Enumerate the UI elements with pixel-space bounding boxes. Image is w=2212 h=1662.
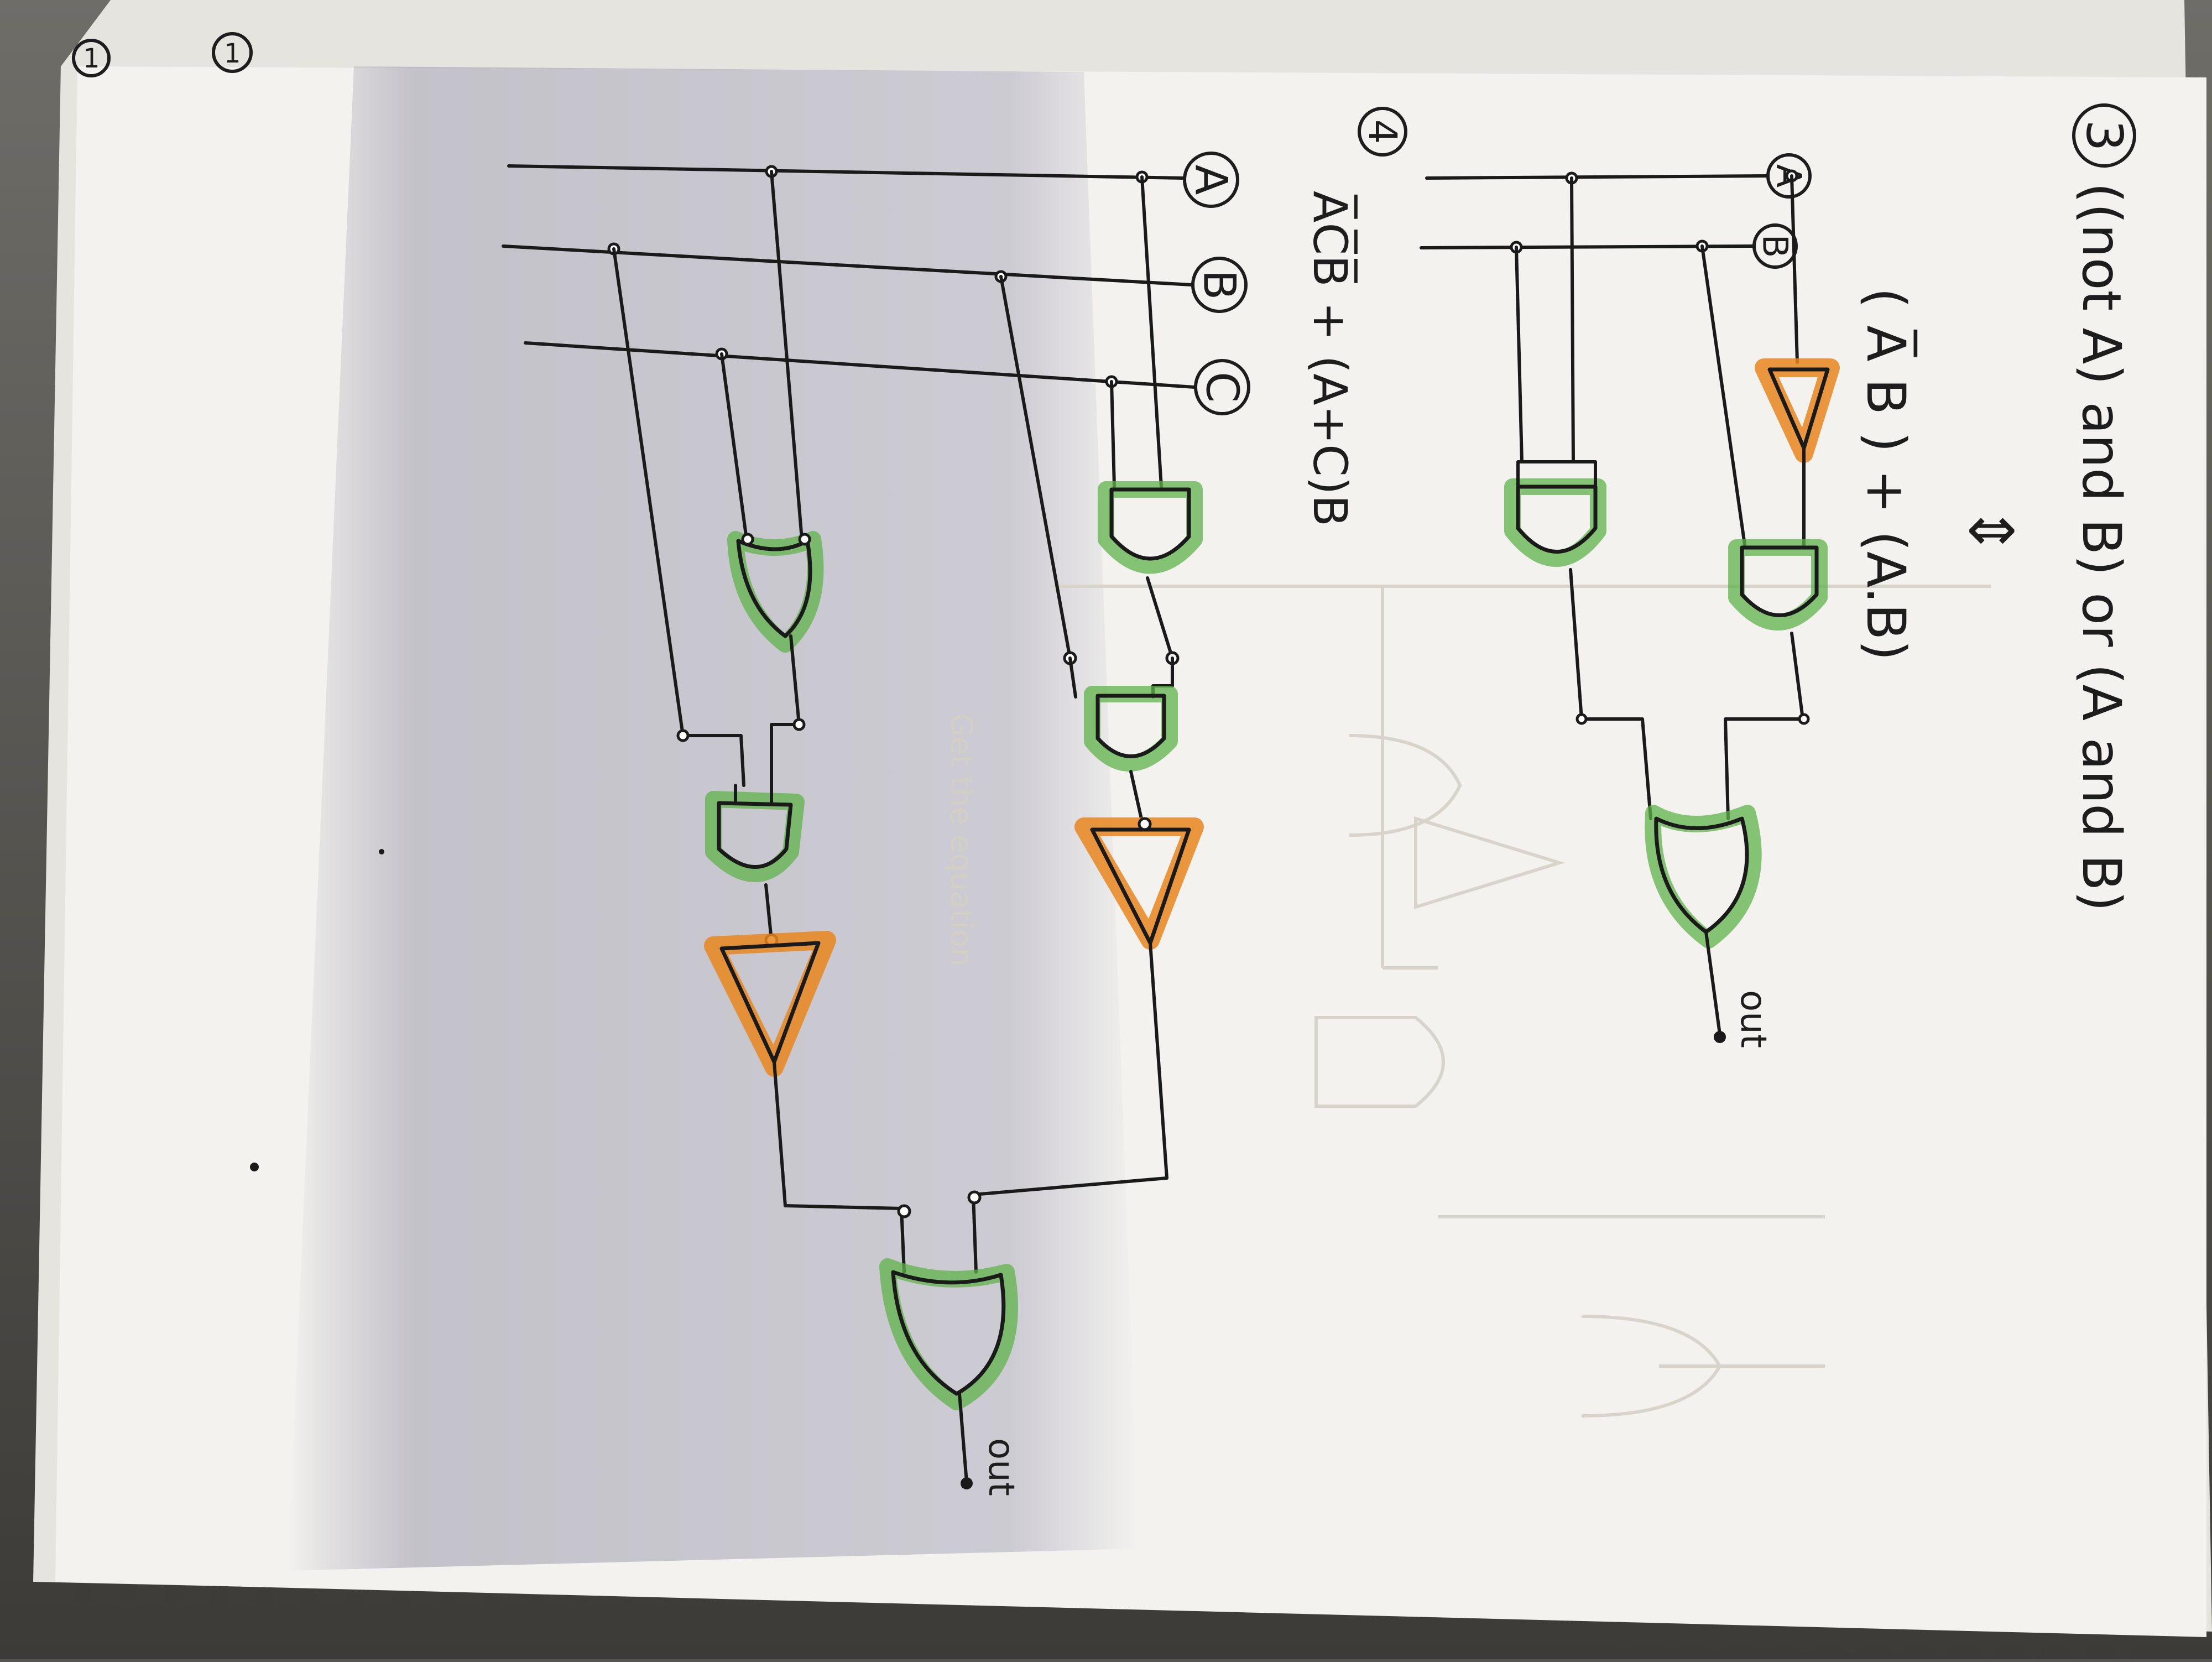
spiral-edge — [74, 1585, 2132, 1661]
circuit3-or-gate — [1654, 816, 1749, 934]
bleed-through-drawing: Get the equation — [944, 585, 1991, 1418]
spiral-hole — [528, 1597, 545, 1619]
spiral-hole — [1707, 1628, 1724, 1651]
left-page-marks: 1 1 — [72, 32, 253, 77]
spiral-hole — [1979, 1635, 1996, 1658]
circuit4-and3-highlight — [705, 791, 805, 882]
spiral-hole — [1933, 1634, 1951, 1657]
circuit-4: A B C — [502, 152, 1250, 1496]
spiral-hole — [1026, 1610, 1044, 1633]
spiral-hole — [1571, 1624, 1588, 1647]
problem-4-expression: A̅C̅B̅ + (A+C)B — [1303, 191, 1358, 527]
circuit3-and2-gate — [1516, 484, 1598, 554]
spiral-hole — [800, 1604, 817, 1627]
circuit3-and1-highlight — [1728, 539, 1828, 631]
spiral-hole — [618, 1599, 636, 1622]
circuit3-output-label: out — [1733, 990, 1773, 1048]
problem-4-number: 4 — [1360, 119, 1405, 144]
problem-3-header: 3 ((not A) and B) or (A and B) ⇕ ( A̅ B … — [1855, 103, 2136, 911]
spiral-hole — [482, 1595, 500, 1618]
spiral-hole — [1208, 1615, 1225, 1637]
spiral-hole — [981, 1609, 999, 1631]
circuit4-and1-gate — [1109, 487, 1191, 561]
circuit-3: A B — [1420, 153, 1840, 1048]
spiral-hole — [1661, 1627, 1679, 1649]
spiral-hole — [346, 1592, 364, 1614]
stray-mark — [379, 849, 384, 855]
spiral-hole — [890, 1606, 908, 1629]
circuit4-not2-highlight — [704, 931, 836, 1077]
spiral-hole — [1888, 1633, 1906, 1655]
mark-text-1: 1 — [83, 43, 100, 74]
spiral-hole — [2115, 1639, 2132, 1661]
spiral-hole — [1752, 1629, 1770, 1652]
problem-3-boolean: ( A̅ B ) + (A.B) — [1855, 288, 1917, 661]
spiral-hole — [1117, 1612, 1135, 1635]
spiral-hole — [165, 1587, 182, 1609]
spiral-hole — [1072, 1611, 1089, 1634]
spiral-hole — [301, 1591, 319, 1613]
spiral-hole — [573, 1598, 591, 1621]
circuit4-not2-gate — [719, 941, 821, 1064]
circuit4-final-or-highlight — [879, 1258, 1018, 1410]
spiral-hole — [2024, 1637, 2042, 1659]
spiral-hole — [1344, 1618, 1361, 1641]
circuit3-and1-gate — [1740, 545, 1819, 617]
spiral-hole — [1525, 1623, 1543, 1646]
circuit4-or-gate — [736, 539, 812, 638]
circuit3-not-gate — [1767, 367, 1830, 450]
spiral-hole — [437, 1594, 455, 1617]
spiral-hole — [1434, 1621, 1452, 1643]
circuit4-and2-highlight — [1084, 686, 1178, 772]
spiral-hole — [936, 1607, 953, 1630]
spiral-hole — [1480, 1622, 1498, 1645]
mark-text-2: 1 — [224, 38, 241, 69]
ghost-text: Get the equation — [944, 713, 979, 966]
spiral-hole — [1616, 1625, 1634, 1648]
spiral-hole — [754, 1603, 772, 1625]
spiral-hole — [2069, 1638, 2087, 1660]
spiral-hole — [255, 1589, 273, 1612]
problem-3-expression: ((not A) and B) or (A and B) — [2070, 183, 2132, 911]
problem-3-number: 3 — [2075, 119, 2133, 151]
circuit4-output-label: out — [980, 1438, 1021, 1496]
spiral-hole — [1253, 1616, 1271, 1639]
circuit4-input-b: B — [1194, 270, 1245, 300]
stray-mark — [250, 1163, 259, 1171]
spiral-hole — [1797, 1630, 1815, 1653]
circuit3-input-b: B — [1755, 235, 1796, 258]
circuit3-or-highlight — [1645, 805, 1762, 949]
problem-4-header: 4 A̅C̅B̅ + (A+C)B — [1303, 107, 1407, 527]
spiral-hole — [664, 1600, 681, 1623]
circuit3-and2-highlight — [1504, 478, 1606, 567]
spiral-hole — [74, 1585, 92, 1607]
circuit4-and1-highlight — [1098, 481, 1203, 574]
circuit4-input-c: C — [1197, 372, 1248, 403]
spiral-hole — [845, 1605, 863, 1628]
circuit4-and2-gate — [1095, 694, 1166, 758]
circuit4-input-a: A — [1186, 165, 1237, 195]
circuit4-and3-gate — [717, 801, 793, 869]
spiral-hole — [1298, 1617, 1316, 1640]
spiral-hole — [1389, 1619, 1407, 1642]
spiral-hole — [210, 1588, 228, 1611]
circuit4-final-or-gate — [891, 1270, 1006, 1396]
spiral-hole — [392, 1593, 409, 1616]
spiral-hole — [1162, 1613, 1180, 1636]
spiral-hole — [709, 1601, 727, 1624]
equivalence-arrow: ⇕ — [1955, 506, 2026, 556]
spiral-hole — [119, 1586, 137, 1608]
spiral-hole — [1843, 1632, 1860, 1654]
